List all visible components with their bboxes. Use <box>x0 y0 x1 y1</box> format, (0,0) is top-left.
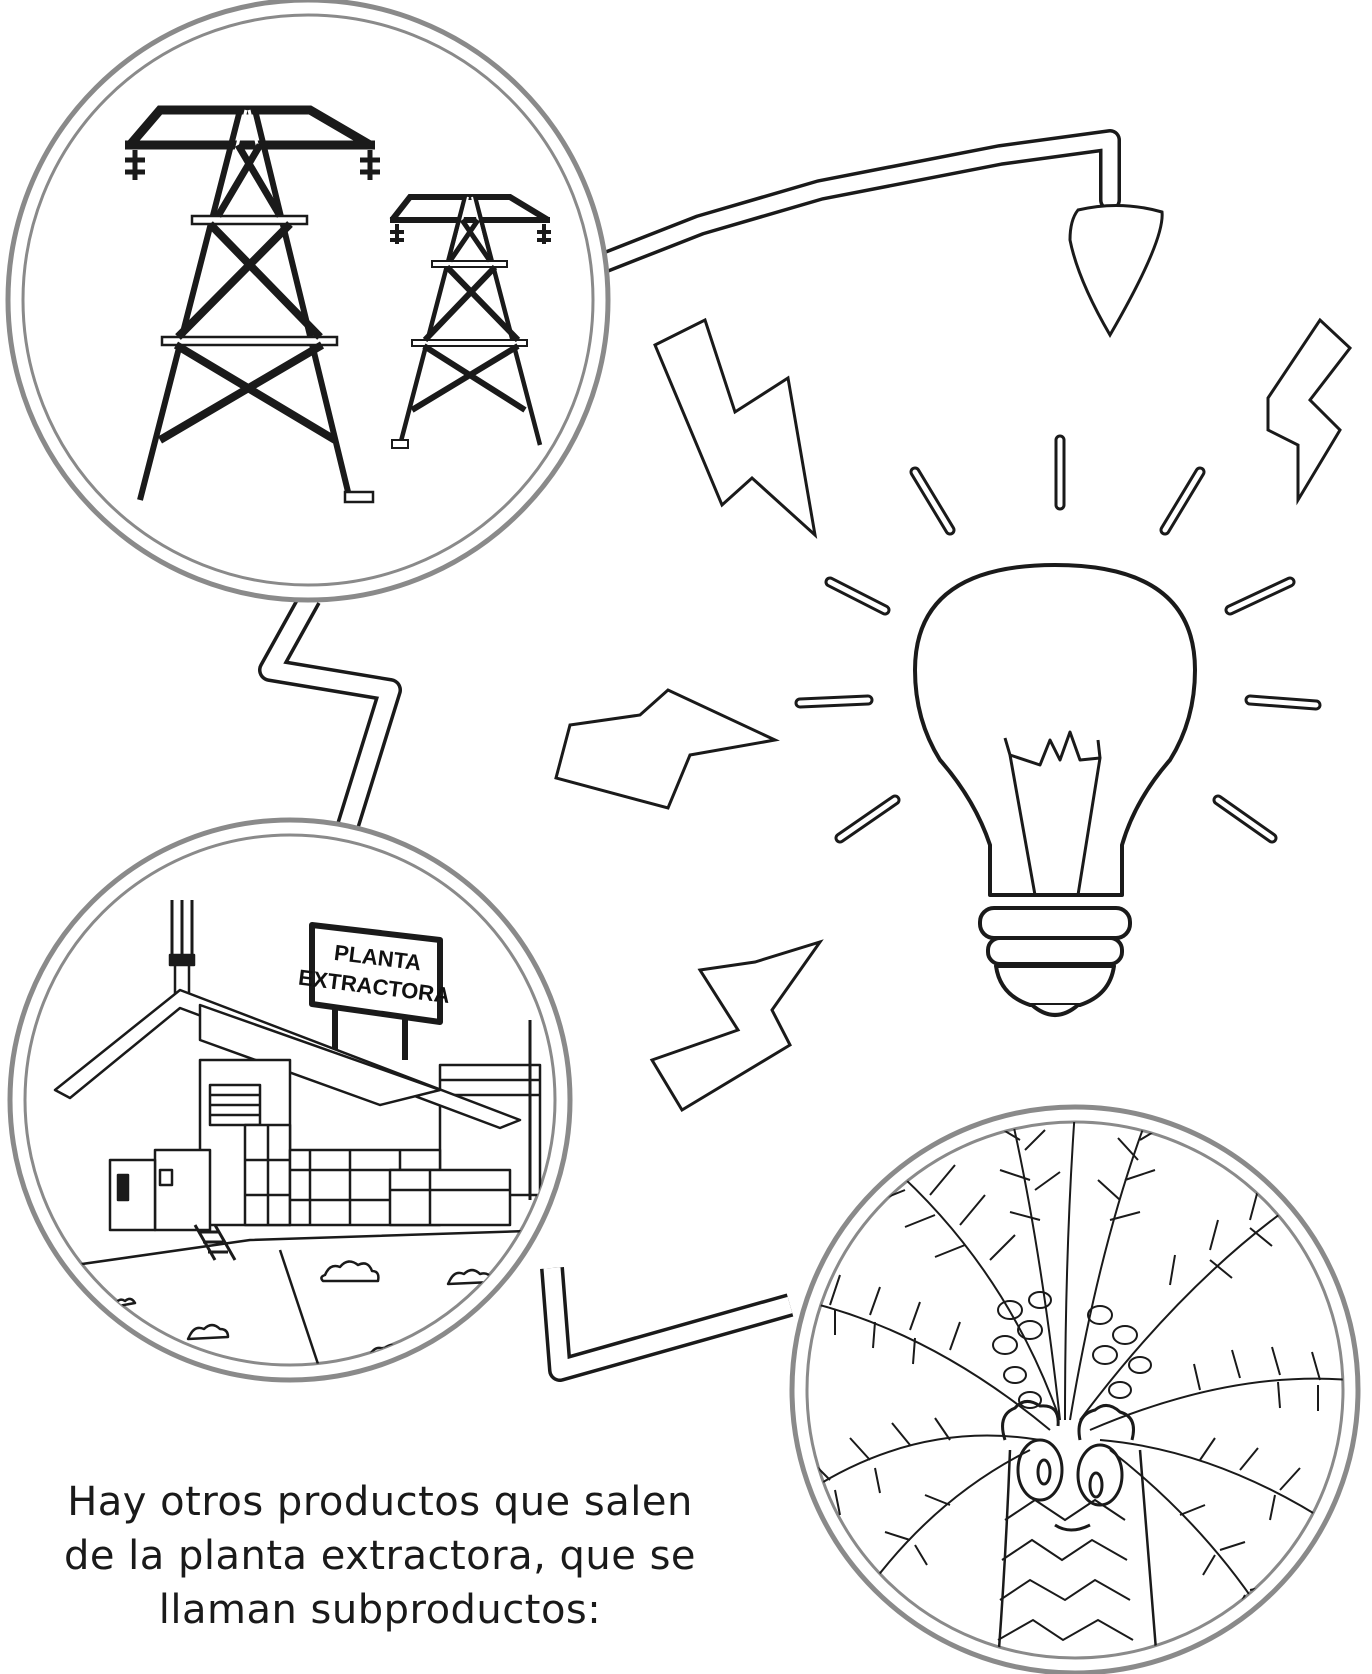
lightning-bolt-icon <box>655 320 815 535</box>
palm-circle <box>792 1107 1358 1674</box>
lightning-bolt-icon <box>652 942 820 1110</box>
caption-line-1: Hay otros productos que salen <box>60 1475 700 1529</box>
caption-text: Hay otros productos que salen de la plan… <box>60 1475 700 1637</box>
cable-towers-to-bulb <box>598 140 1110 265</box>
cable-towers-to-plant <box>270 598 390 835</box>
towers-circle <box>8 0 608 600</box>
cable-plant-to-palm <box>552 1268 790 1370</box>
plant-circle: PLANTA EXTRACTORA <box>10 820 570 1400</box>
plug-arrow-icon <box>1070 205 1162 335</box>
lightning-bolt-icon <box>556 690 775 808</box>
caption-line-2: de la planta extractora, que se <box>60 1529 700 1583</box>
caption-line-3: llaman subproductos: <box>60 1583 700 1637</box>
light-bulb-icon <box>915 565 1195 1015</box>
lightning-bolt-icon <box>1268 320 1350 500</box>
